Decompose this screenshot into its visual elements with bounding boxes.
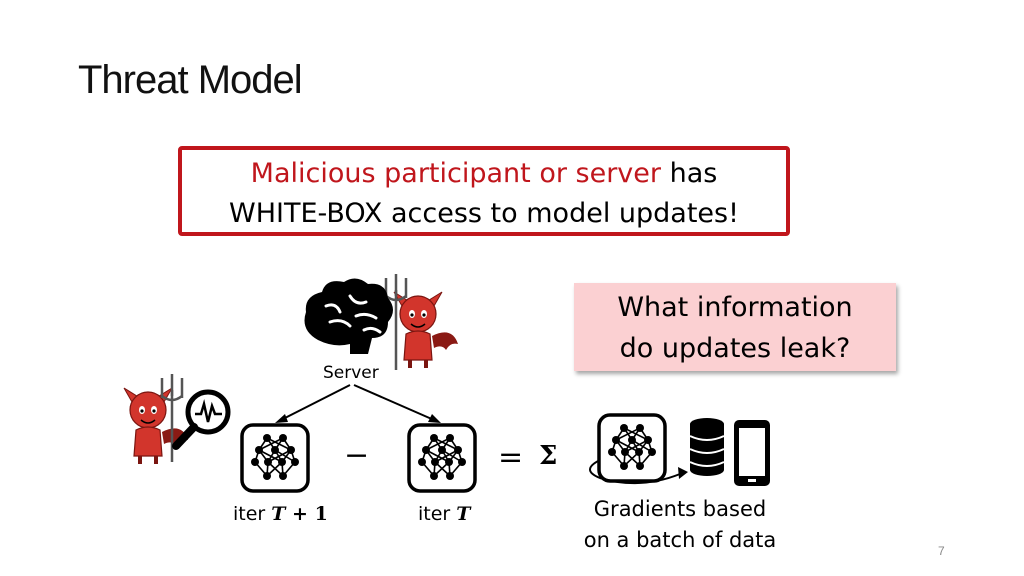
loop-arrow (589, 459, 688, 485)
iter-right-prefix: iter (418, 503, 457, 525)
alert-line-2: WHITE-BOX access to model updates! (229, 198, 739, 229)
question-line-2: do updates leak? (619, 333, 851, 364)
minus-operator: − (344, 438, 370, 473)
server-arrows (275, 384, 441, 423)
alert-line-1: Malicious participant or server has (182, 154, 786, 194)
alert-highlight: Malicious participant or server (250, 158, 661, 189)
database-icon (689, 418, 725, 476)
iter-t-label: iter T (418, 503, 470, 525)
iter-left-prefix: iter (233, 503, 272, 525)
smartphone-icon (734, 420, 770, 486)
participant-devil-icon (122, 374, 190, 466)
gradients-label: Gradients based on a batch of data (560, 494, 800, 556)
neural-network-gradient-icon (597, 413, 667, 483)
equals-operator: = (498, 440, 524, 475)
neural-network-iter-t-icon (407, 423, 477, 493)
question-box: What information do updates leak? (574, 283, 896, 371)
gradients-label-line-2: on a batch of data (583, 528, 777, 552)
server-label: Server (323, 363, 379, 383)
alert-box: Malicious participant or server has WHIT… (178, 146, 790, 236)
iter-left-rest: + 1 (285, 503, 328, 525)
page-title: Threat Model (78, 58, 303, 102)
gradients-label-line-1: Gradients based (593, 497, 767, 521)
magnifier-icon (172, 389, 231, 450)
iter-t-plus-1-label: iter T + 1 (233, 503, 328, 525)
iter-right-var: T (456, 503, 471, 525)
brain-icon (304, 278, 393, 354)
server-devil-icon (384, 274, 460, 370)
page-number: 7 (938, 544, 945, 558)
iter-left-var: T (271, 503, 286, 525)
alert-line-1-rest: has (661, 158, 718, 189)
neural-network-iter-t-plus-1-icon (240, 423, 310, 493)
question-line-1: What information (617, 292, 853, 323)
sigma-operator: Σ (539, 441, 558, 471)
